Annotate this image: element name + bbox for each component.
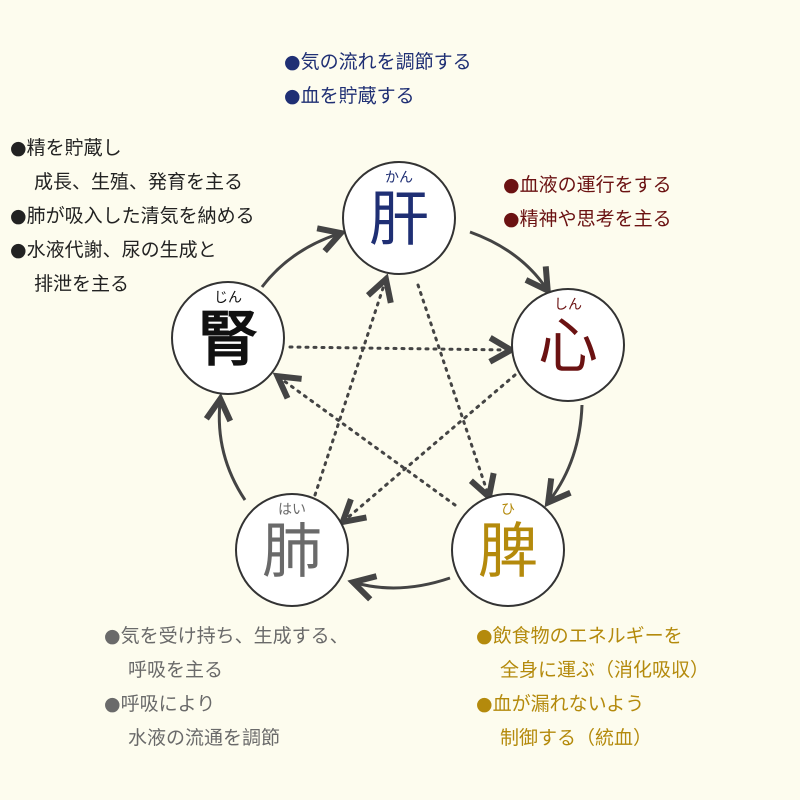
kidney-function-3-cont: 排泄を主る (34, 273, 130, 295)
heart-function-1: ●血液の運行をする (503, 174, 672, 196)
kidney-functions: ●精を貯蔵し 成長、生殖、発育を主る ●肺が吸入した清気を納める ●水液代謝、尿… (10, 131, 255, 301)
node-liver: かん 肝 (342, 161, 456, 275)
spleen-function-2-cont: 制御する（統血） (500, 727, 653, 749)
kidney-function-2: ●肺が吸入した清気を納める (10, 205, 255, 227)
liver-function-2: ●血を貯蔵する (284, 85, 415, 107)
arrow-spleen-lung (356, 578, 451, 588)
node-kidney: じん 腎 (171, 281, 285, 395)
lung-functions: ●気を受け持ち、生成する、 呼吸を主る ●呼吸により 水液の流通を調節 (104, 619, 349, 755)
ruby-kidney: じん (214, 290, 242, 306)
kidney-function-3: ●水液代謝、尿の生成と (10, 239, 217, 261)
ruby-spleen: ひ (501, 502, 515, 518)
kidney-function-1-cont: 成長、生殖、発育を主る (34, 171, 244, 193)
spleen-functions: ●飲食物のエネルギーを 全身に運ぶ（消化吸収） ●血が漏れないよう 制御する（統… (476, 619, 709, 755)
arrow-kidney-liver (260, 234, 338, 288)
dotted-spleen-kidney (280, 378, 457, 507)
lung-function-2-cont: 水液の流通を調節 (128, 727, 281, 749)
spleen-function-1-cont: 全身に運ぶ（消化吸収） (500, 659, 710, 681)
liver-functions: ●気の流れを調節する ●血を貯蔵する (284, 45, 472, 113)
heart-function-2: ●精神や思考を主る (503, 208, 672, 230)
kidney-function-1: ●精を貯蔵し (10, 137, 122, 159)
dotted-heart-lung (345, 373, 517, 520)
node-spleen: ひ 脾 (451, 493, 565, 607)
lung-function-2: ●呼吸により (104, 693, 216, 715)
node-lung: はい 肺 (235, 493, 349, 607)
kanji-kidney: 腎 (198, 305, 258, 375)
lung-function-1: ●気を受け持ち、生成する、 (104, 625, 349, 647)
kanji-liver: 肝 (369, 185, 429, 255)
dotted-liver-spleen (416, 283, 488, 494)
arrow-lung-kidney (219, 402, 247, 501)
kanji-lung: 肺 (262, 517, 322, 587)
dotted-kidney-heart (288, 347, 508, 350)
ruby-lung: はい (278, 502, 306, 518)
kanji-heart: 心 (538, 312, 598, 382)
ruby-heart: しん (554, 297, 582, 313)
arrow-liver-heart (469, 230, 546, 288)
heart-functions: ●血液の運行をする ●精神や思考を主る (503, 168, 672, 236)
lung-function-1-cont: 呼吸を主る (128, 659, 224, 681)
ruby-liver: かん (385, 170, 413, 186)
liver-function-1: ●気の流れを調節する (284, 51, 472, 73)
kanji-spleen: 脾 (478, 517, 538, 587)
node-heart: しん 心 (511, 288, 625, 402)
arrow-heart-spleen (550, 404, 584, 500)
spleen-function-1: ●飲食物のエネルギーを (476, 625, 683, 647)
spleen-function-2: ●血が漏れないよう (476, 693, 645, 715)
dotted-lung-liver (313, 282, 385, 497)
